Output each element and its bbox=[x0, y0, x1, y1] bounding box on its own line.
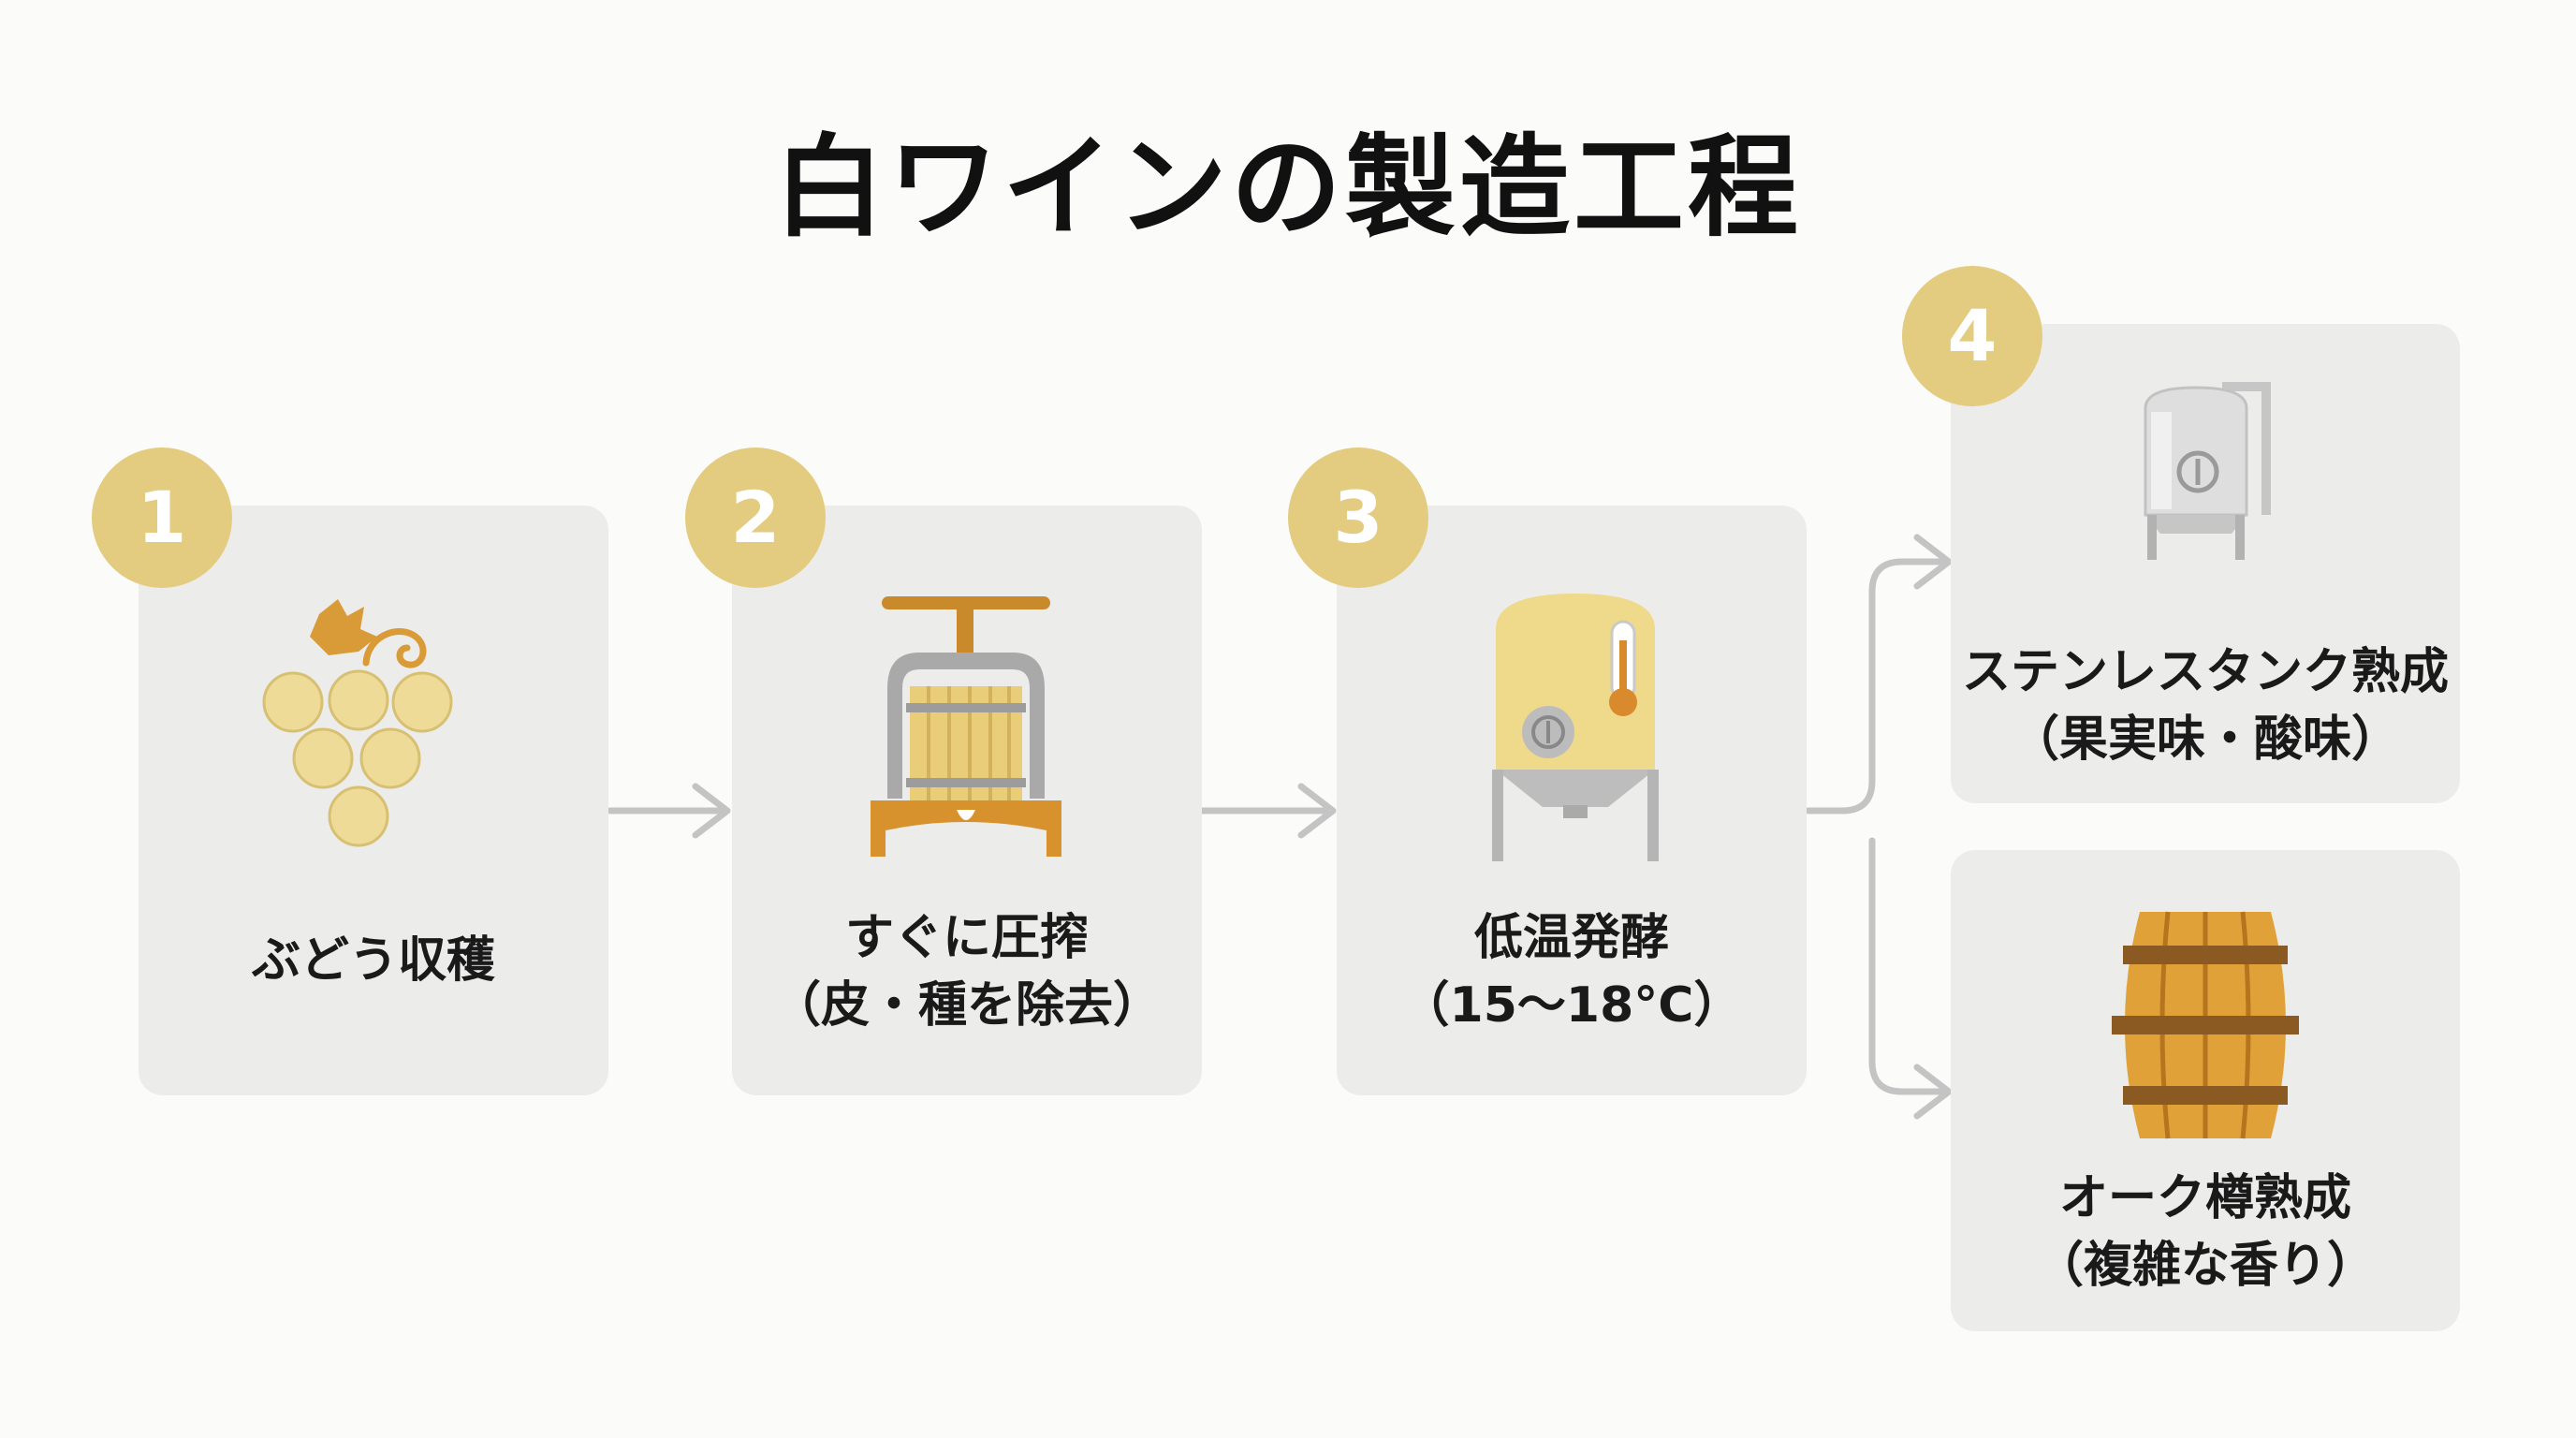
step-1-badge: 1 bbox=[92, 448, 232, 588]
fermentation-tank-icon bbox=[1492, 594, 1659, 861]
arrow-2-to-3 bbox=[1198, 783, 1337, 839]
aging-oak-sublabel: （複雑な香り） bbox=[2034, 1238, 2376, 1294]
step-4-badge: 4 bbox=[1902, 266, 2042, 406]
stainless-tank-icon bbox=[2144, 382, 2271, 560]
aging-card-oak: オーク樽熟成 （複雑な香り） bbox=[1951, 850, 2460, 1331]
aging-oak-label: オーク樽熟成 bbox=[2058, 1170, 2351, 1226]
step-card-harvest: ぶどう収穫 bbox=[139, 506, 608, 1095]
page-title: 白ワインの製造工程 bbox=[773, 123, 1802, 252]
step-card-press: すぐに圧搾 （皮・種を除去） bbox=[732, 506, 1202, 1095]
aging-card-stainless: ステンレスタンク熟成 （果実味・酸味） bbox=[1951, 324, 2460, 803]
step-1-label: ぶどう収穫 bbox=[251, 932, 495, 989]
step-2-label: すぐに圧搾 bbox=[844, 910, 1089, 966]
step-3-sublabel: （15〜18°C） bbox=[1400, 977, 1743, 1034]
step-2-sublabel: （皮・種を除去） bbox=[771, 977, 1162, 1034]
arrow-branch bbox=[1805, 534, 1953, 1120]
arrow-1-to-2 bbox=[607, 783, 731, 839]
grapes-icon bbox=[262, 599, 453, 847]
aging-stainless-sublabel: （果実味・酸味） bbox=[2010, 712, 2400, 768]
step-3-label: 低温発酵 bbox=[1473, 910, 1669, 966]
wine-press-icon bbox=[871, 596, 1061, 857]
step-3-badge: 3 bbox=[1288, 448, 1428, 588]
step-card-fermentation: 低温発酵 （15〜18°C） bbox=[1337, 506, 1807, 1095]
oak-barrel-icon bbox=[2112, 911, 2299, 1139]
step-2-badge: 2 bbox=[685, 448, 826, 588]
aging-stainless-label: ステンレスタンク熟成 bbox=[1961, 644, 2449, 700]
